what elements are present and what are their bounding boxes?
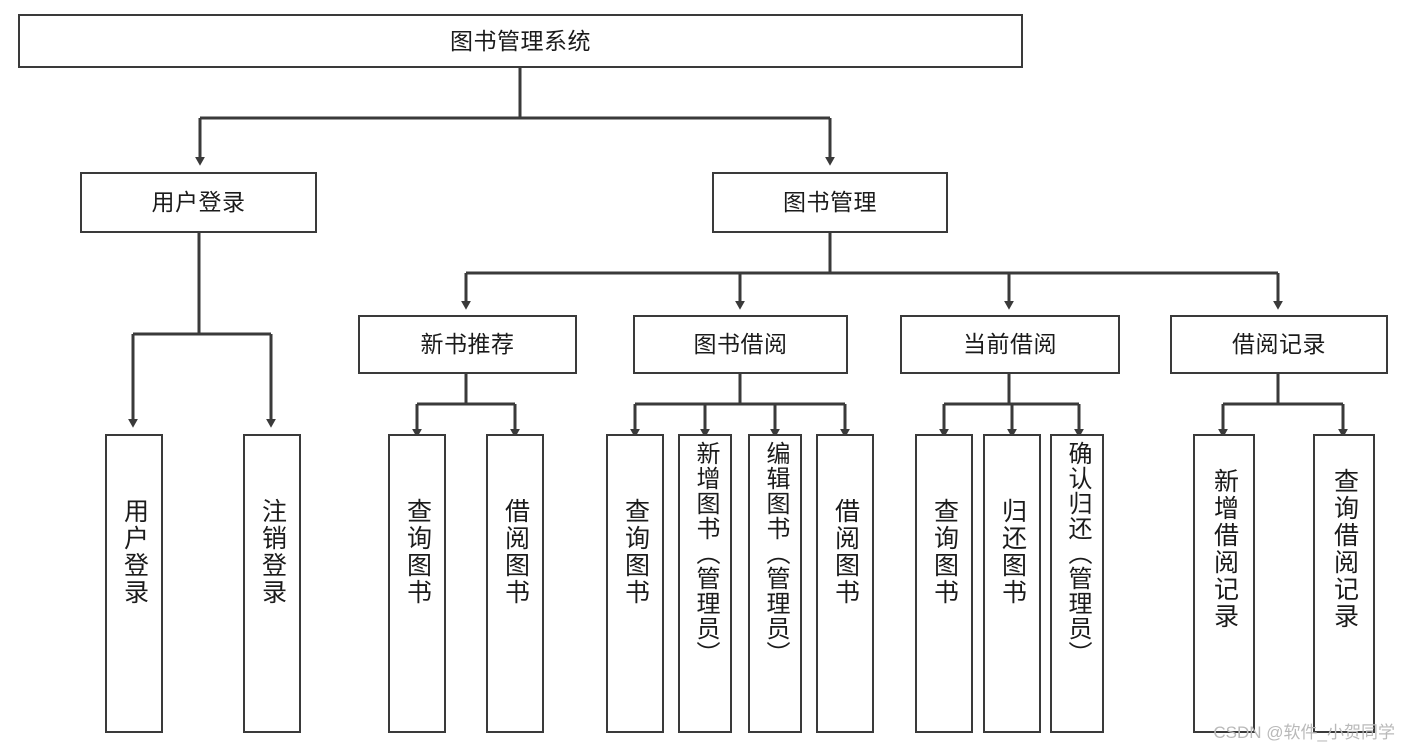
node-label: 查询图书 [621, 498, 650, 606]
node-label: 图书借阅 [693, 331, 788, 358]
node-root-book-management-system[interactable]: 图书管理系统 [18, 14, 1023, 68]
leaf-record-query-borrow-record[interactable]: 查询借阅记录 [1313, 434, 1375, 733]
node-label: 确认归还（管理员） [1064, 441, 1091, 666]
node-label: 借阅记录 [1232, 331, 1326, 358]
node-label: 借阅图书 [501, 498, 530, 606]
csdn-watermark: CSDN @软件_小贺同学 [1213, 723, 1395, 742]
node-label: 归还图书 [998, 498, 1027, 606]
node-label: 注销登录 [258, 498, 287, 606]
node-current-borrow[interactable]: 当前借阅 [900, 315, 1120, 374]
node-book-borrow[interactable]: 图书借阅 [633, 315, 848, 374]
node-new-book-recommend[interactable]: 新书推荐 [358, 315, 577, 374]
node-label: 图书管理 [783, 189, 877, 216]
leaf-newbook-borrow-books[interactable]: 借阅图书 [486, 434, 544, 733]
node-label: 当前借阅 [963, 331, 1057, 358]
node-book-management[interactable]: 图书管理 [712, 172, 948, 233]
node-label: 查询借阅记录 [1330, 468, 1359, 630]
leaf-current-return-books[interactable]: 归还图书 [983, 434, 1041, 733]
node-label: 编辑图书（管理员） [762, 441, 789, 666]
leaf-borrow-edit-book-admin[interactable]: 编辑图书（管理员） [748, 434, 802, 733]
node-label: 用户登录 [120, 498, 149, 606]
node-label: 新增借阅记录 [1210, 468, 1239, 630]
leaf-current-query-books[interactable]: 查询图书 [915, 434, 973, 733]
node-label: 查询图书 [930, 498, 959, 606]
node-user-login[interactable]: 用户登录 [80, 172, 317, 233]
node-label: 图书管理系统 [450, 27, 591, 54]
leaf-borrow-borrow-books[interactable]: 借阅图书 [816, 434, 874, 733]
node-label: 用户登录 [151, 189, 246, 216]
leaf-user-login-signin[interactable]: 用户登录 [105, 434, 163, 733]
leaf-current-confirm-return-admin[interactable]: 确认归还（管理员） [1050, 434, 1104, 733]
node-label: 借阅图书 [831, 498, 860, 606]
leaf-borrow-add-book-admin[interactable]: 新增图书（管理员） [678, 434, 732, 733]
leaf-newbook-query-books[interactable]: 查询图书 [388, 434, 446, 733]
node-label: 新增图书（管理员） [692, 441, 719, 666]
leaf-record-add-borrow-record[interactable]: 新增借阅记录 [1193, 434, 1255, 733]
node-label: 查询图书 [403, 498, 432, 606]
node-label: 新书推荐 [420, 331, 515, 358]
leaf-user-login-signout[interactable]: 注销登录 [243, 434, 301, 733]
node-borrow-record[interactable]: 借阅记录 [1170, 315, 1388, 374]
leaf-borrow-query-books[interactable]: 查询图书 [606, 434, 664, 733]
